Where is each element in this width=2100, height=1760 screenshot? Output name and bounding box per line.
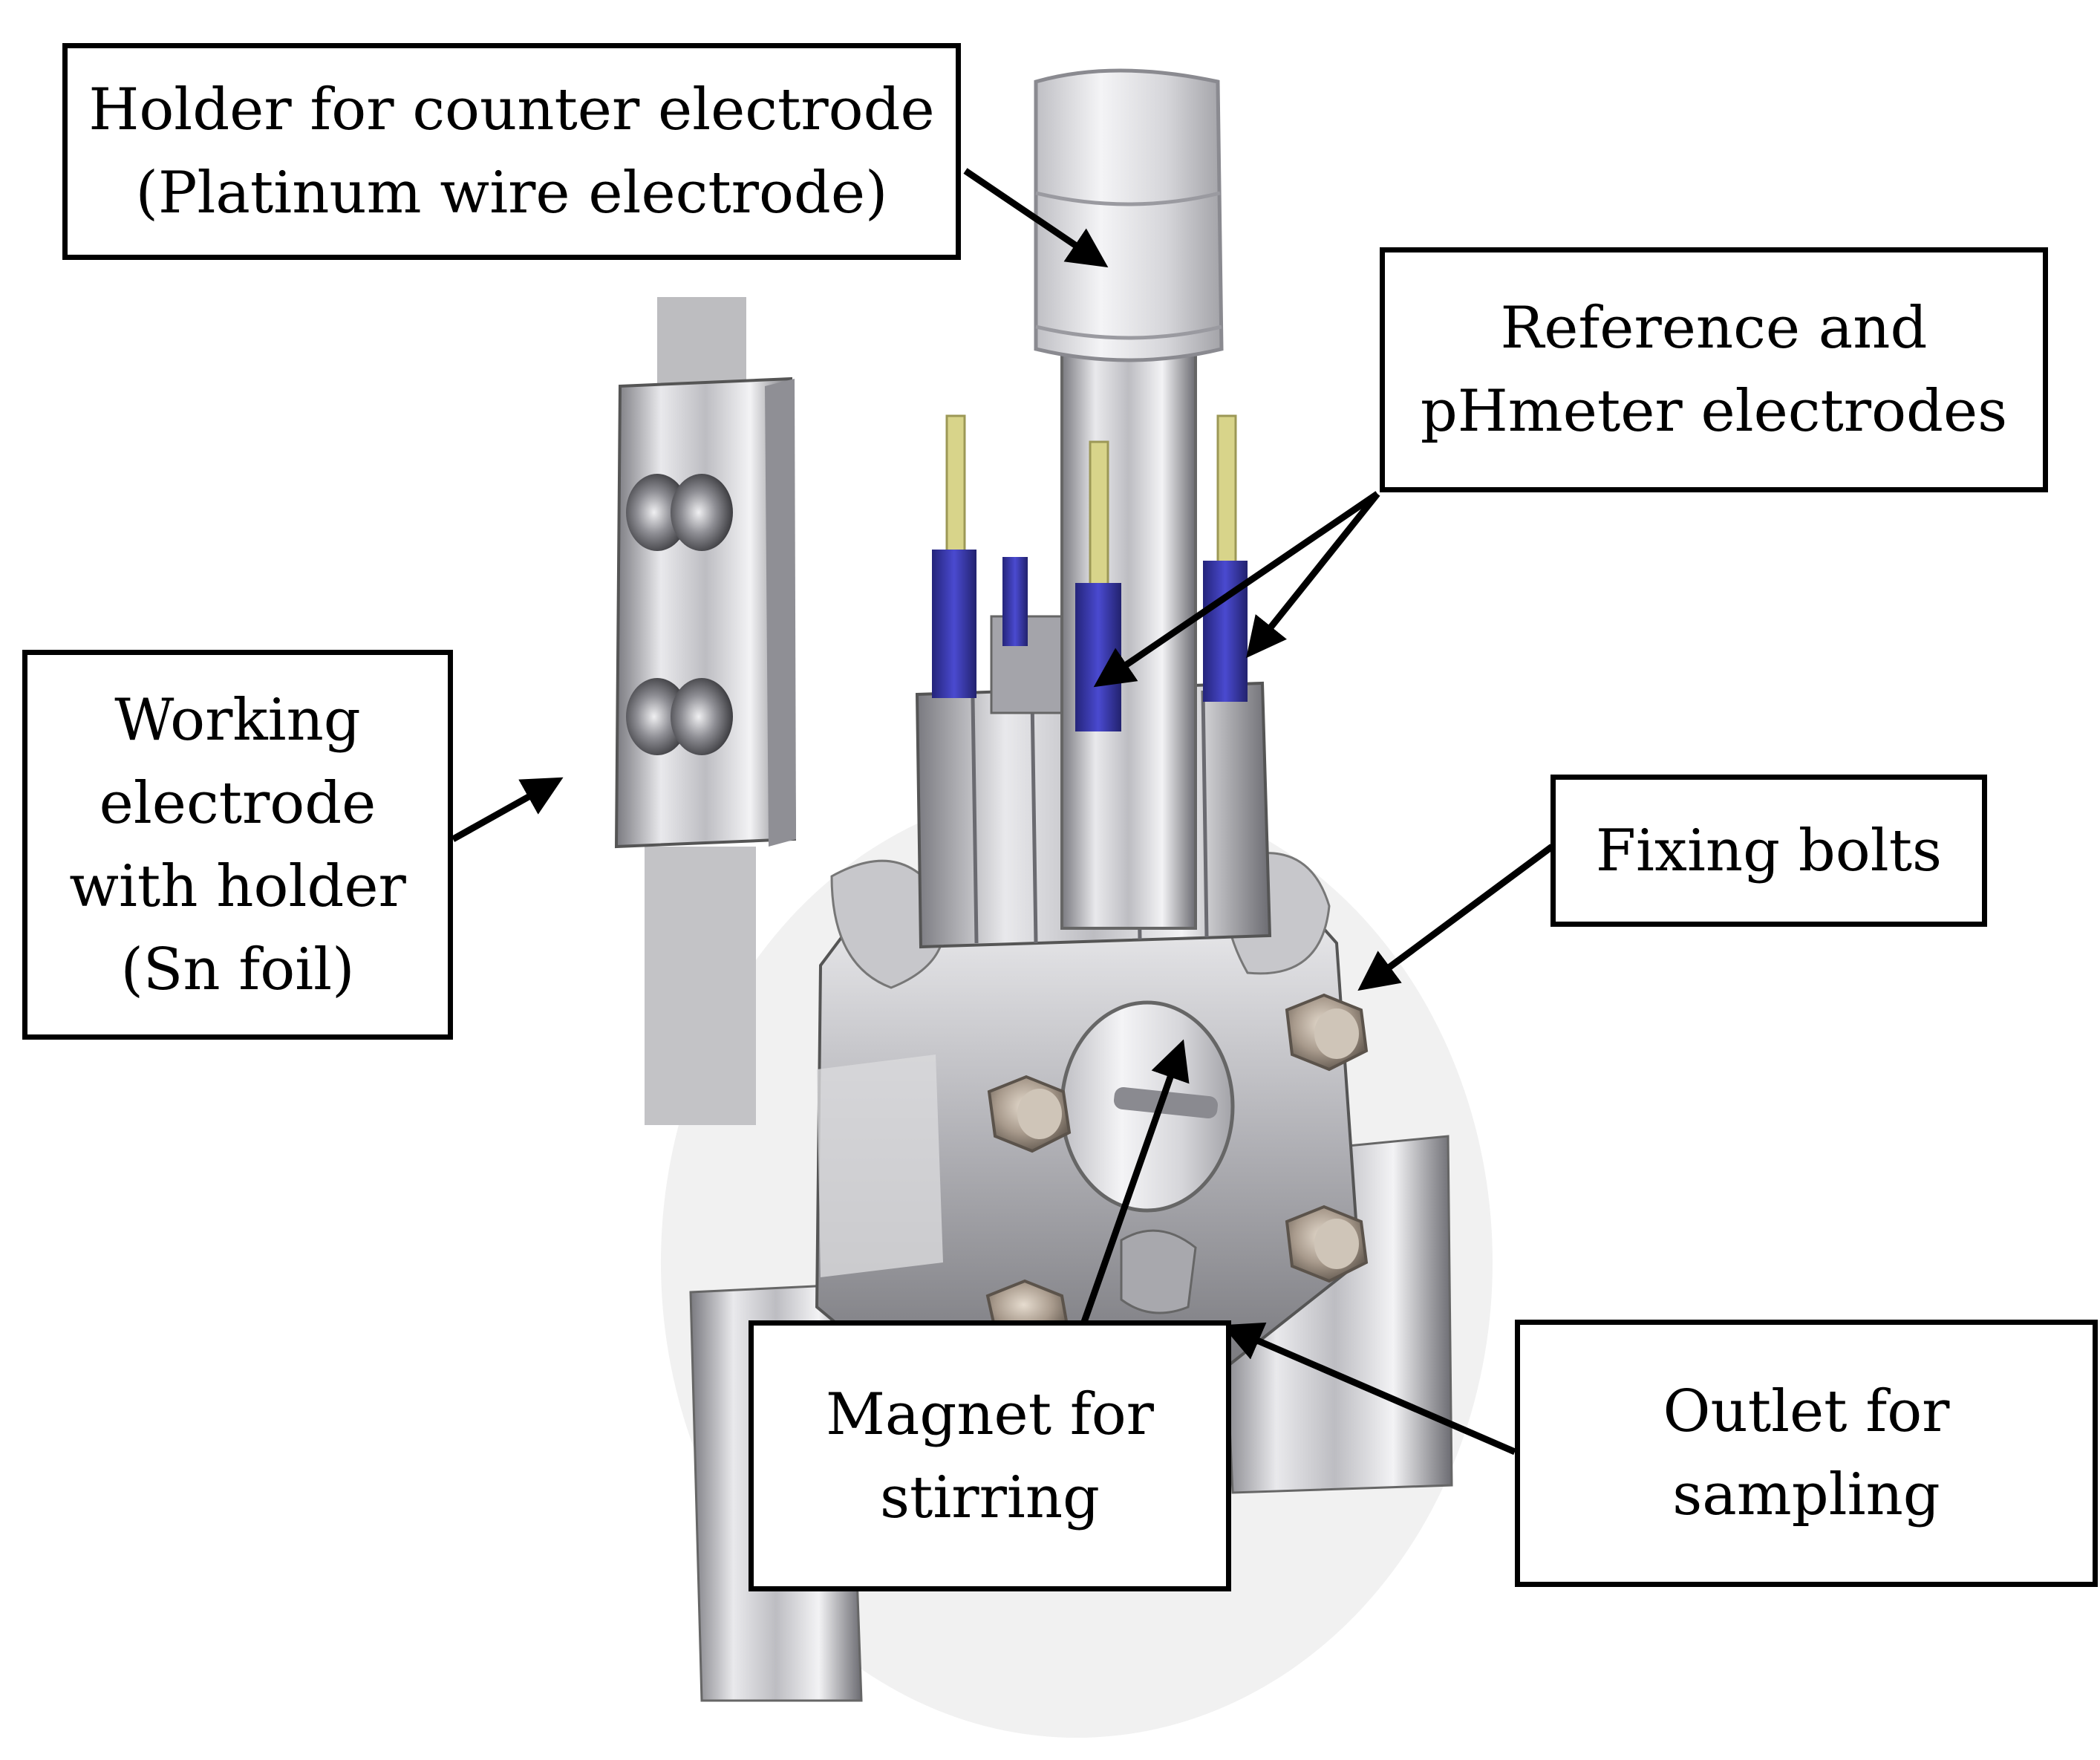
holder-screw-lower (671, 678, 733, 755)
sampling-outlet (1120, 1229, 1197, 1314)
arrow-magnet (1080, 1039, 1190, 1323)
stirring-magnet (1114, 1086, 1218, 1119)
glass-cap-ring (1035, 325, 1222, 340)
label-line: (Sn foil) (120, 936, 355, 1003)
glass-cap-ring (1035, 191, 1221, 206)
label-reference-electrodes: Reference and pHmeter electrodes (1380, 247, 2048, 492)
label-line: (Platinum wire electrode) (135, 160, 888, 226)
working-electrode-assembly (614, 297, 797, 1125)
label-line: Holder for counter electrode (88, 76, 935, 143)
label-line: Magnet for (826, 1381, 1154, 1448)
reference-electrodes (932, 414, 1248, 731)
label-working-electrode: Working electrode with holder (Sn foil) (22, 650, 453, 1040)
label-line: sampling (1672, 1461, 1940, 1528)
arrow-outlet (1222, 1322, 1516, 1456)
cell-left-face (817, 1055, 943, 1277)
label-line: pHmeter electrodes (1420, 378, 2008, 445)
label-counter-electrode: Holder for counter electrode (Platinum w… (62, 43, 961, 260)
counter-electrode-glass-cap (1034, 68, 1224, 362)
label-line: Working (114, 686, 361, 754)
label-magnet: Magnet for stirring (749, 1320, 1231, 1591)
label-line: Fixing bolts (1595, 817, 1943, 884)
ph-electrode-sleeve (1075, 583, 1121, 731)
sn-foil-bottom (645, 847, 756, 1125)
arrow-counter-electrode (963, 168, 1109, 268)
reference-electrode-sleeve-right (1203, 561, 1248, 702)
leader-arrows (451, 168, 1554, 1456)
cell-body (689, 852, 1453, 1702)
holder-screw-hole-upper (626, 474, 688, 551)
label-outlet: Outlet for sampling (1515, 1320, 2098, 1587)
sn-foil-top (657, 297, 746, 386)
holder-screw-hole-lower (626, 678, 688, 755)
holder-screw-upper (671, 474, 733, 551)
reference-electrode-wire (945, 414, 966, 558)
label-line: electrode (99, 769, 376, 837)
block-groove (971, 697, 979, 944)
holder-side-face (765, 379, 796, 847)
cell-top-left-port (830, 859, 945, 989)
ph-electrode-wire (1089, 440, 1109, 592)
label-line: Reference and (1500, 295, 1928, 362)
reference-electrode-wire-right (1216, 414, 1237, 573)
arrow-reference-electrode-right (1246, 492, 1380, 659)
label-line: with holder (69, 853, 406, 920)
block-groove (1201, 690, 1209, 938)
ph-electrode-sleeve-back (1002, 557, 1028, 646)
label-line: stirring (879, 1464, 1100, 1531)
label-fixing-bolts: Fixing bolts (1550, 775, 1987, 927)
fixing-bolt-lower-right-shaft (1314, 1219, 1359, 1269)
block-groove (1030, 697, 1038, 944)
arrow-fixing-bolts (1357, 844, 1554, 991)
arrow-reference-electrode-left (1093, 491, 1380, 688)
label-line: Outlet for (1663, 1378, 1950, 1445)
reference-electrode-sleeve (932, 550, 976, 698)
arrow-working-electrode (451, 777, 564, 842)
counter-electrode-holder (1034, 68, 1224, 930)
fixing-bolt-left-shaft (1017, 1089, 1062, 1139)
fixing-bolt-upper-right-shaft (1314, 1008, 1359, 1059)
